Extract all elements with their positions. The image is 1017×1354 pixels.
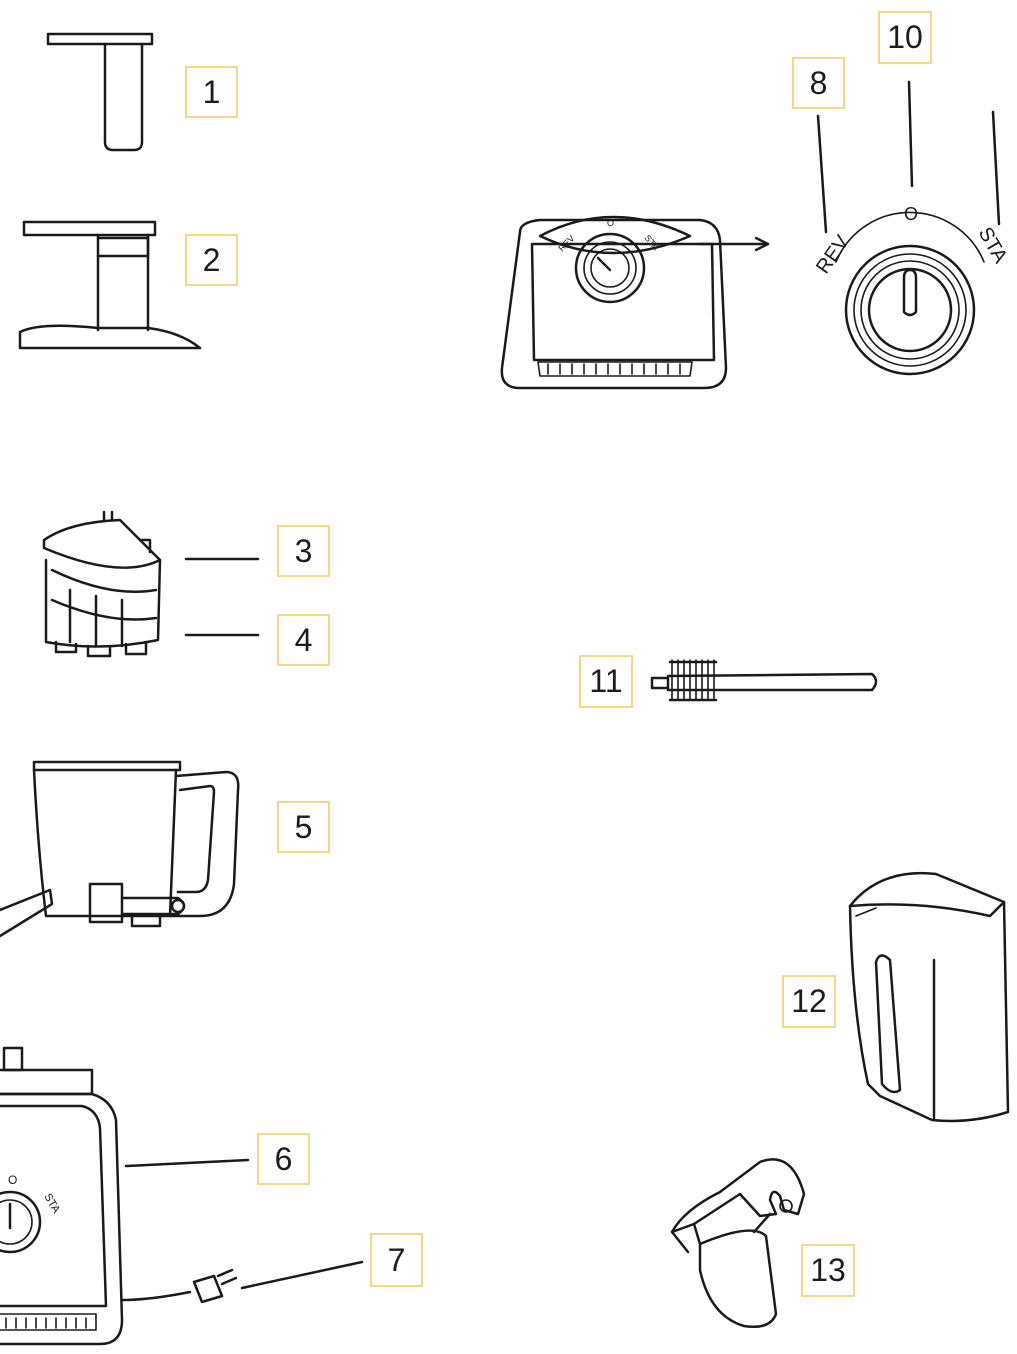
label-13: 13 (801, 1244, 855, 1297)
panel-knob-rev: REV (556, 233, 576, 253)
part-13-clip (670, 1158, 806, 1328)
part-5-bowl (0, 760, 240, 938)
detail-knob-off: O (904, 204, 918, 224)
detail-knob-rev: REV (812, 231, 854, 278)
part-12-container (848, 872, 1010, 1123)
knob-detail: REV O STA (812, 80, 1012, 376)
label-12: 12 (782, 975, 836, 1028)
detail-knob-sta: STA (974, 224, 1012, 268)
label-11: 11 (579, 655, 633, 708)
control-panel-unit: REV O STA (500, 215, 770, 390)
base-knob-off: O (8, 1173, 17, 1187)
leader-lines (124, 557, 364, 1290)
part-6-motor-base: O STA (0, 1046, 238, 1346)
part-11-brush (650, 659, 878, 702)
label-6: 6 (257, 1133, 310, 1185)
part-3-4-auger-filter (42, 510, 162, 658)
label-10: 10 (878, 11, 932, 64)
part-2-stand (18, 220, 202, 350)
label-3: 3 (277, 525, 330, 577)
panel-knob-off: O (607, 218, 614, 228)
label-2: 2 (185, 234, 238, 286)
part-1-pusher (46, 32, 154, 152)
label-8: 8 (792, 57, 845, 109)
label-5: 5 (277, 801, 330, 853)
label-4: 4 (277, 614, 330, 666)
base-knob-sta: STA (41, 1192, 62, 1216)
label-1: 1 (185, 66, 238, 118)
label-7: 7 (370, 1233, 423, 1287)
